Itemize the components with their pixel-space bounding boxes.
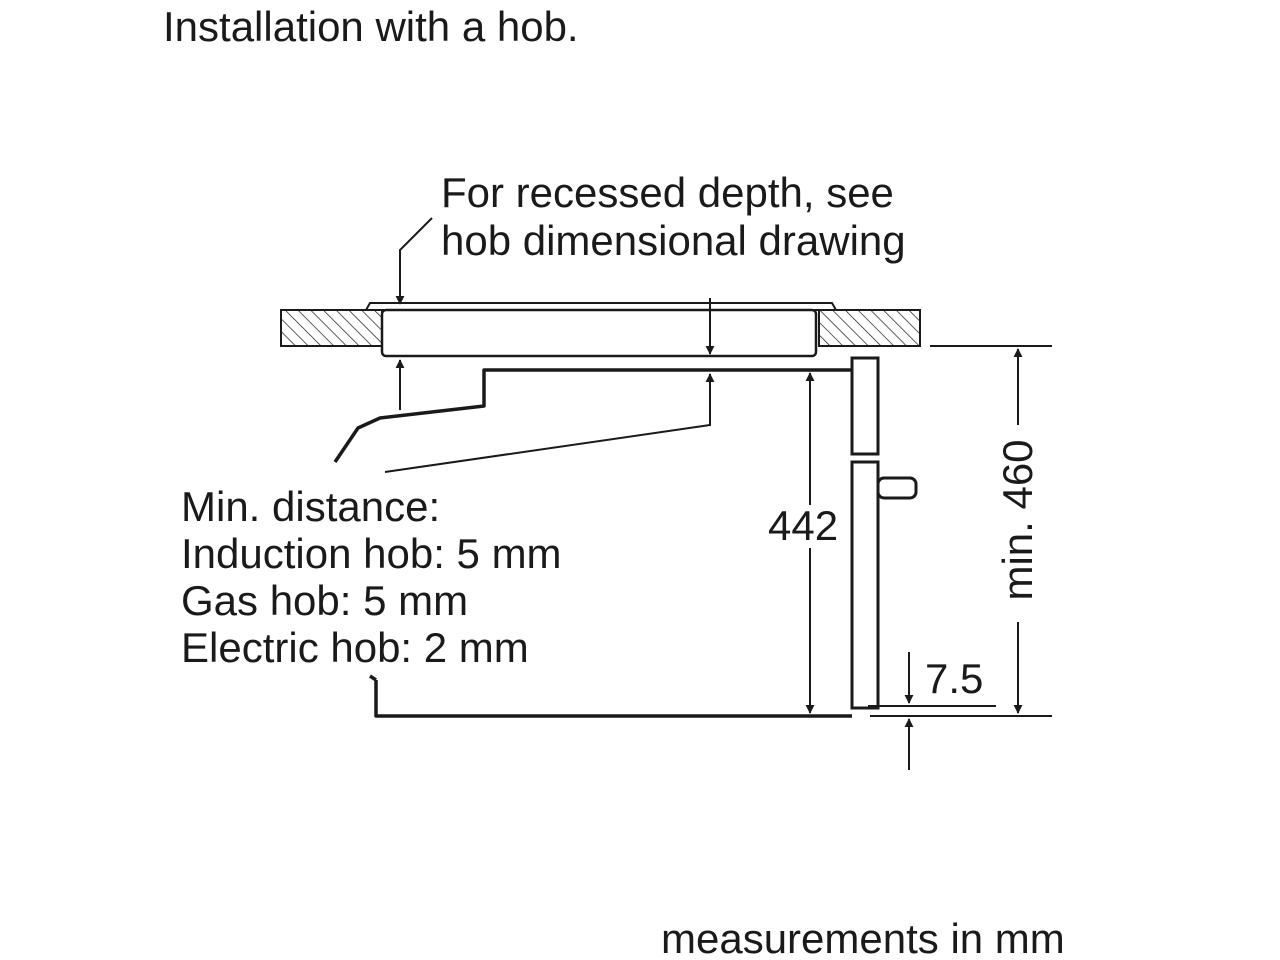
recess-note-line-2: hob dimensional drawing <box>441 217 906 264</box>
niche-height-label: min. 460 <box>994 439 1041 601</box>
recess-note-line-1: For recessed depth, see <box>441 169 894 216</box>
min-distance-heading: Min. distance: <box>181 483 441 530</box>
min-distance-electric: Electric hob: 2 mm <box>181 624 529 671</box>
oven-body <box>333 368 852 718</box>
worktop-left <box>280 309 383 347</box>
oven-height-label: 442 <box>768 502 839 549</box>
worktop-right <box>818 309 921 347</box>
min-distance-leader <box>384 373 715 473</box>
min-distance-induction: Induction hob: 5 mm <box>181 530 562 577</box>
oven-door-upper <box>850 356 880 456</box>
bottom-offset-label: 7.5 <box>925 655 984 702</box>
diagram-title: Installation with a hob. <box>163 3 579 50</box>
units-note: measurements in mm <box>661 915 1065 960</box>
oven-handle <box>876 476 918 500</box>
hob-body <box>380 308 818 358</box>
oven-door-lower <box>850 460 880 710</box>
recess-note-leader <box>395 217 433 305</box>
min-distance-gas: Gas hob: 5 mm <box>181 577 469 624</box>
